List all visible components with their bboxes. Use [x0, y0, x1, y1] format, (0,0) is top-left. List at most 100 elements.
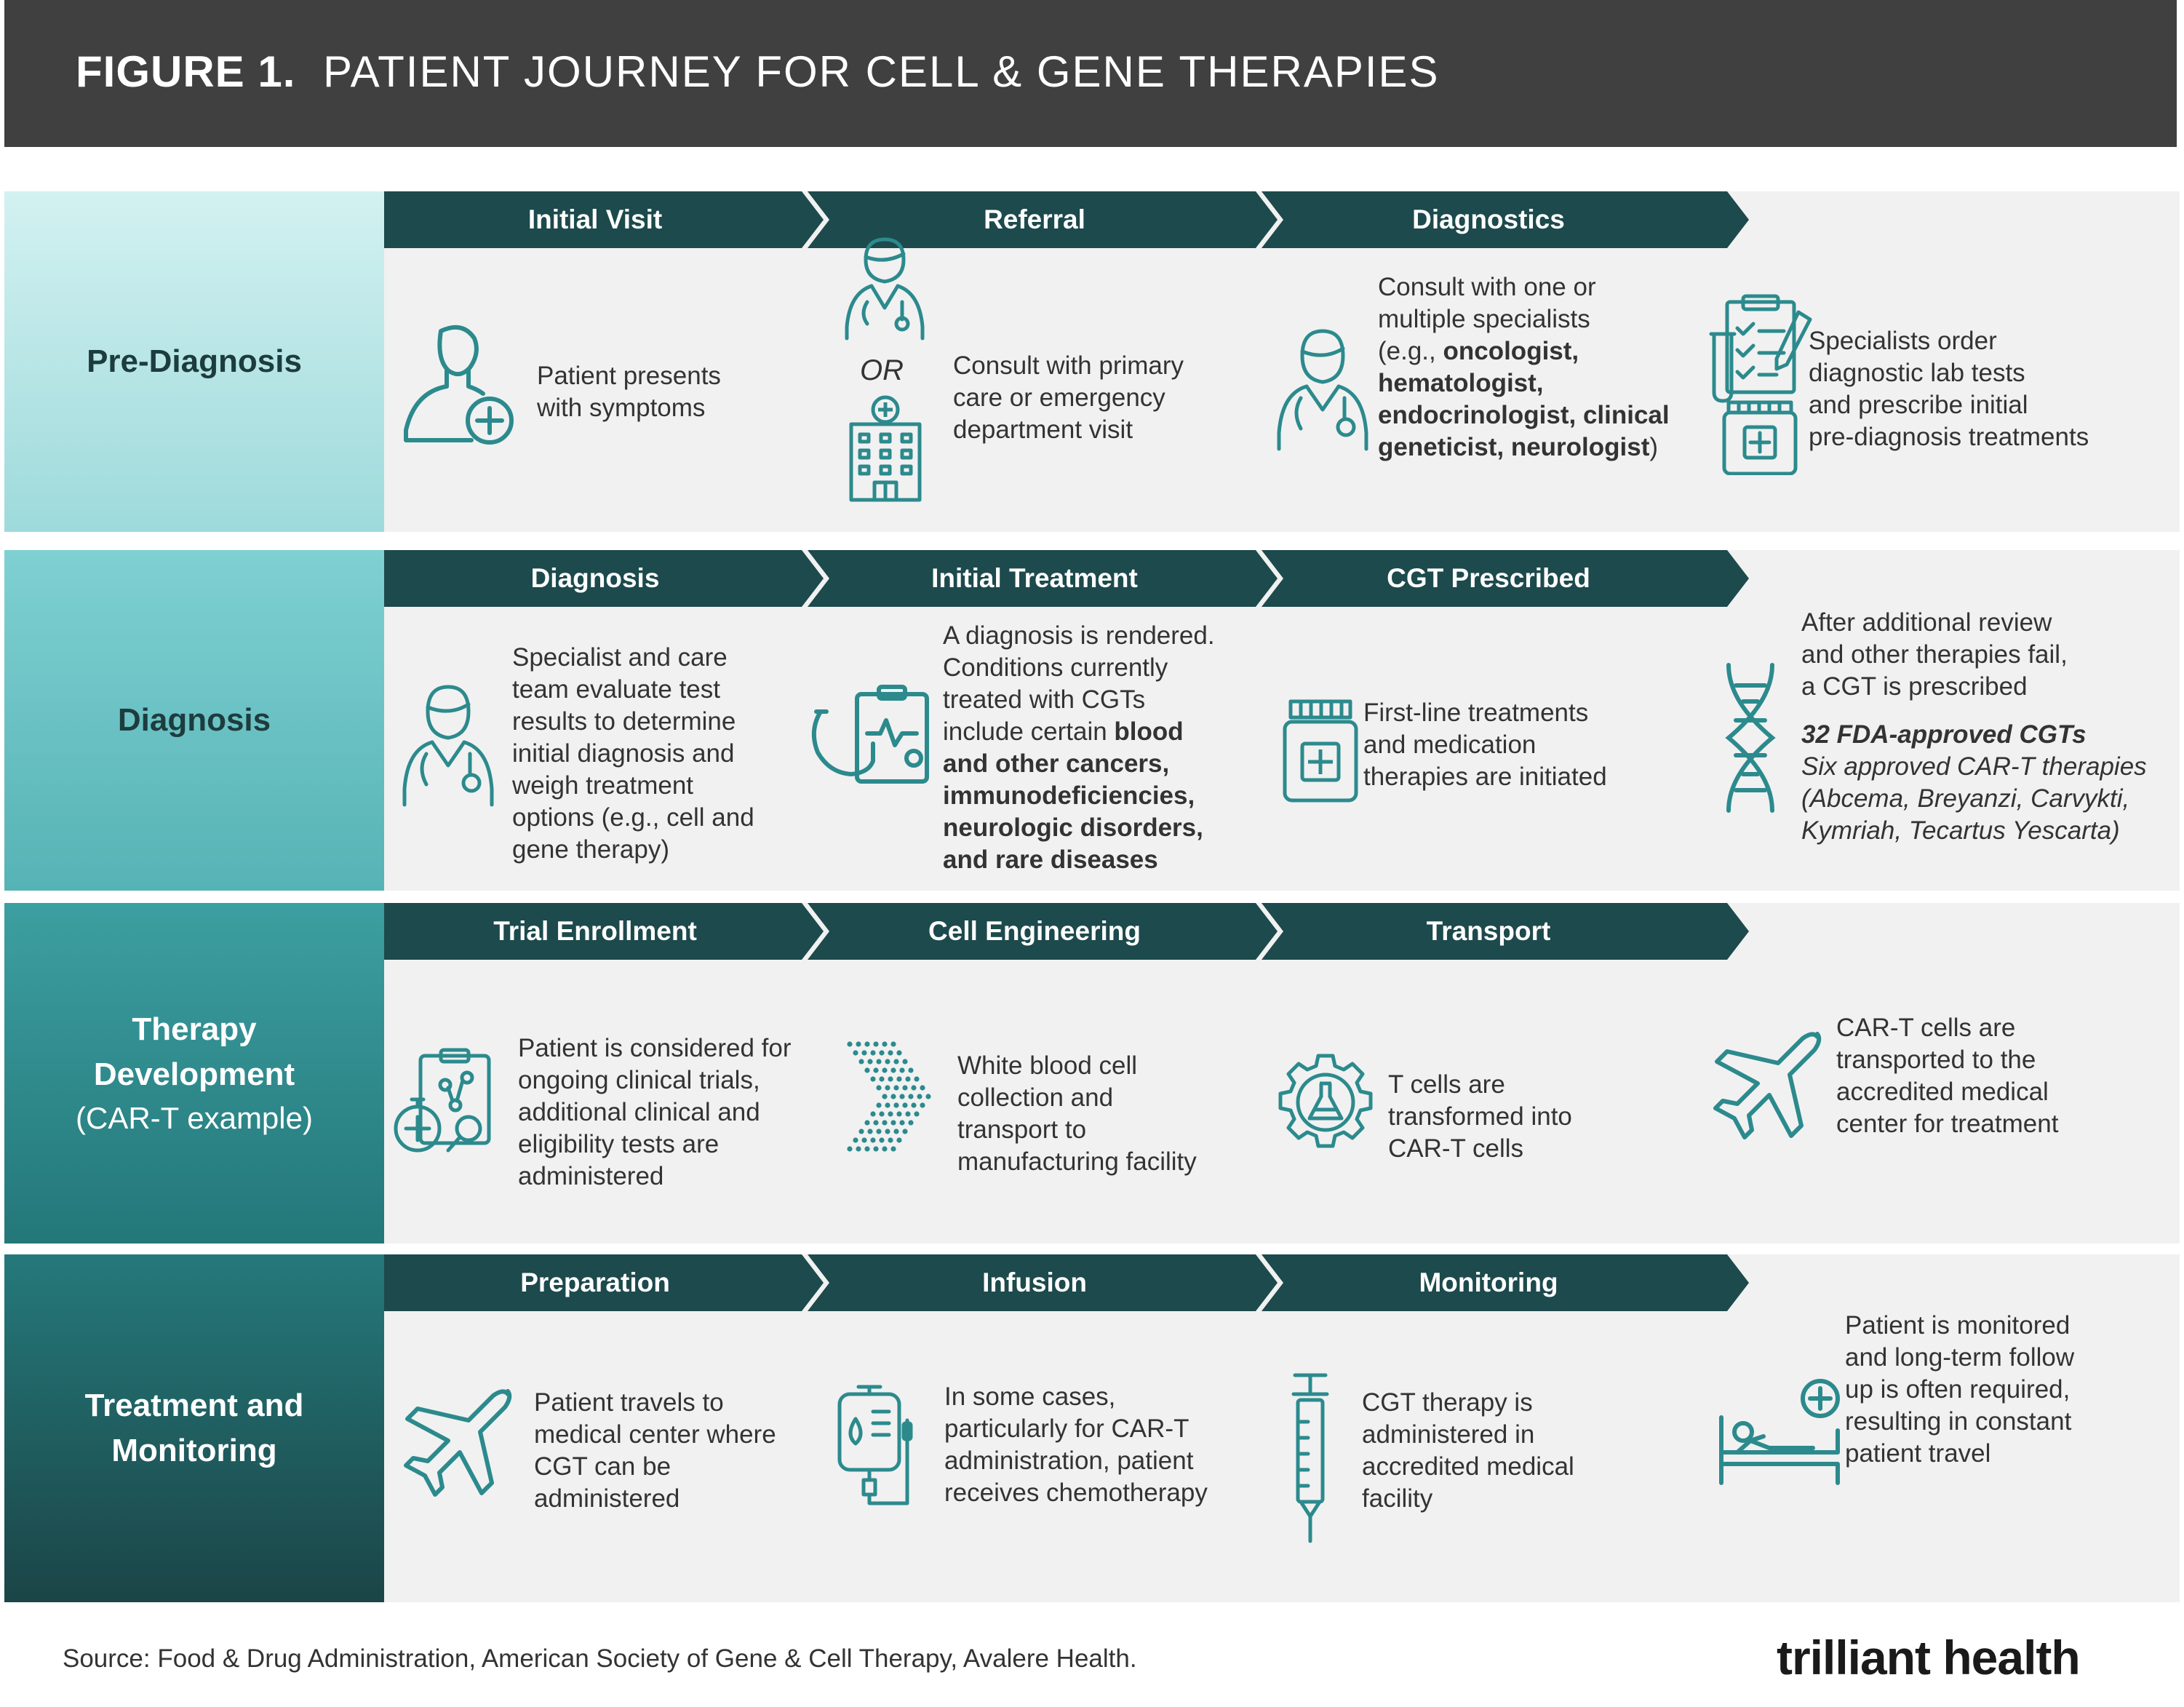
row-diagnosis: Diagnosis Diagnosis Initial Treatment CG…	[4, 550, 2180, 891]
arrow-dot	[911, 1102, 917, 1108]
arrow-dot	[890, 1041, 896, 1047]
cell-text: After additional review and other therap…	[1801, 608, 2068, 701]
source-note: Source: Food & Drug Administration, Amer…	[63, 1644, 1137, 1673]
arrow-dot	[882, 1094, 888, 1099]
step-initial-treatment: Initial Treatment	[931, 563, 1138, 593]
arrow-dot	[908, 1094, 914, 1099]
cell-cgt-prescribed: First-line treatments and medication the…	[1272, 607, 1708, 891]
arrow-dot	[861, 1050, 867, 1056]
trilliant-health-logo: trilliant health	[1777, 1631, 2081, 1684]
arrow-dot	[914, 1111, 920, 1117]
cell-lab-tests: Specialists order diagnostic lab tests a…	[1708, 248, 2174, 532]
arrow-dot	[879, 1076, 885, 1082]
patient-plus-icon	[404, 325, 514, 445]
chevron-steps: Diagnosis Initial Treatment CGT Prescrib…	[384, 550, 1752, 607]
chevron-band	[384, 903, 1749, 960]
cell-infusion: In some cases, particularly for CAR-T ad…	[821, 1311, 1272, 1595]
hospital-icon	[849, 395, 922, 502]
title-bar: FIGURE 1. PATIENT JOURNEY FOR CELL & GEN…	[4, 0, 2177, 147]
arrow-dot	[864, 1067, 870, 1073]
cell-monitoring-bed: Patient is monitored and long-term follo…	[1708, 1311, 2174, 1595]
cell-text: Consult with primary care or emergency d…	[953, 351, 1184, 444]
or-label: OR	[860, 354, 904, 386]
cell-text: A diagnosis is rendered. Conditions curr…	[943, 621, 1215, 874]
doctor-icon	[845, 237, 925, 341]
medicine-bottle-icon	[1283, 699, 1358, 803]
arrow-dot	[911, 1085, 917, 1091]
arrow-dot	[879, 1050, 885, 1056]
cell-initial-visit: Patient presents with symptoms	[384, 248, 821, 532]
arrow-dot	[876, 1102, 882, 1108]
arrow-dot	[876, 1059, 882, 1065]
arrow-dot	[902, 1129, 908, 1134]
arrow-dot	[885, 1129, 890, 1134]
cell-text: CGT therapy is administered in accredite…	[1362, 1388, 1574, 1513]
row-label: Pre-Diagnosis	[87, 343, 302, 379]
figure-title: PATIENT JOURNEY FOR CELL & GENE THERAPIE…	[323, 47, 1440, 96]
arrow-dot	[908, 1120, 914, 1126]
arrow-dot	[890, 1094, 896, 1099]
chevron-steps: Preparation Infusion Monitoring	[384, 1254, 1752, 1311]
arrow-dot	[873, 1041, 879, 1047]
cell-monitoring-syringe: CGT therapy is administered in accredite…	[1272, 1311, 1708, 1595]
arrow-dot	[896, 1076, 902, 1082]
arrow-dot	[870, 1076, 876, 1082]
arrow-dot	[856, 1041, 861, 1047]
step-diagnostics: Diagnostics	[1412, 204, 1565, 234]
arrow-dot	[888, 1076, 893, 1082]
arrow-dot	[925, 1094, 931, 1099]
arrow-dot	[899, 1120, 905, 1126]
arrow-dot	[917, 1094, 922, 1099]
clipboard-medicine-icon	[1709, 294, 1812, 475]
cell-referral: OR Consult with primary care or emergenc…	[821, 237, 1272, 532]
dna-icon	[1725, 663, 1776, 813]
row-treatment-monitoring: Treatment and Monitoring Preparation Inf…	[4, 1254, 2180, 1602]
arrow-dot	[879, 1111, 885, 1117]
chevron-band	[384, 191, 1749, 248]
arrow-dot	[888, 1111, 893, 1117]
arrow-dot	[890, 1146, 896, 1152]
arrow-dot	[847, 1146, 853, 1152]
row-pre-diagnosis: Pre-Diagnosis Initial Visit Referral Dia…	[4, 191, 2180, 532]
row-therapy-development: Therapy Development (CAR-T example) Tria…	[4, 903, 2180, 1244]
arrow-dot	[876, 1129, 882, 1134]
row-label-panel: Pre-Diagnosis	[4, 191, 384, 532]
row-label-panel: Diagnosis	[4, 550, 384, 891]
arrow-dot	[867, 1059, 873, 1065]
arrow-dot	[867, 1129, 873, 1134]
stethoscope-chart-icon	[811, 685, 929, 784]
step-initial-visit: Initial Visit	[527, 204, 663, 234]
clinical-trial-icon	[394, 1048, 491, 1153]
iv-bag-icon	[837, 1385, 913, 1505]
cell-text: CAR-T cells are transported to the accre…	[1836, 1014, 2059, 1138]
cell-trial-enrollment: Patient is considered for ongoing clinic…	[384, 960, 821, 1244]
cell-text: Consult with one or multiple specialists…	[1378, 273, 1670, 461]
arrow-dot	[890, 1120, 896, 1126]
chevron-shape	[384, 191, 824, 248]
arrow-dot	[899, 1094, 905, 1099]
arrow-dot	[896, 1050, 902, 1056]
arrow-dot	[896, 1111, 902, 1117]
arrow-dot	[870, 1050, 876, 1056]
arrow-dot	[890, 1067, 896, 1073]
arrow-dot	[853, 1137, 858, 1143]
figure-number: FIGURE 1.	[76, 47, 296, 96]
arrow-dot	[908, 1067, 914, 1073]
arrow-dot	[893, 1085, 899, 1091]
step-preparation: Preparation	[520, 1268, 670, 1297]
step-monitoring: Monitoring	[1419, 1268, 1558, 1297]
step-infusion: Infusion	[982, 1268, 1087, 1297]
cell-preparation: Patient travels to medical center where …	[384, 1311, 821, 1595]
cell-text: First-line treatments and medication the…	[1363, 699, 1607, 791]
arrow-dot	[879, 1137, 885, 1143]
arrow-dot	[870, 1137, 876, 1143]
arrow-dot	[920, 1102, 925, 1108]
arrow-dot	[873, 1067, 879, 1073]
cell-text: Patient is considered for ongoing clinic…	[518, 1034, 792, 1190]
arrow-dot	[882, 1067, 888, 1073]
arrow-dot	[905, 1076, 911, 1082]
row-label: Therapy Development	[93, 1011, 295, 1092]
arrow-dot	[893, 1059, 899, 1065]
arrow-dot	[905, 1111, 911, 1117]
syringe-icon	[1291, 1373, 1329, 1543]
